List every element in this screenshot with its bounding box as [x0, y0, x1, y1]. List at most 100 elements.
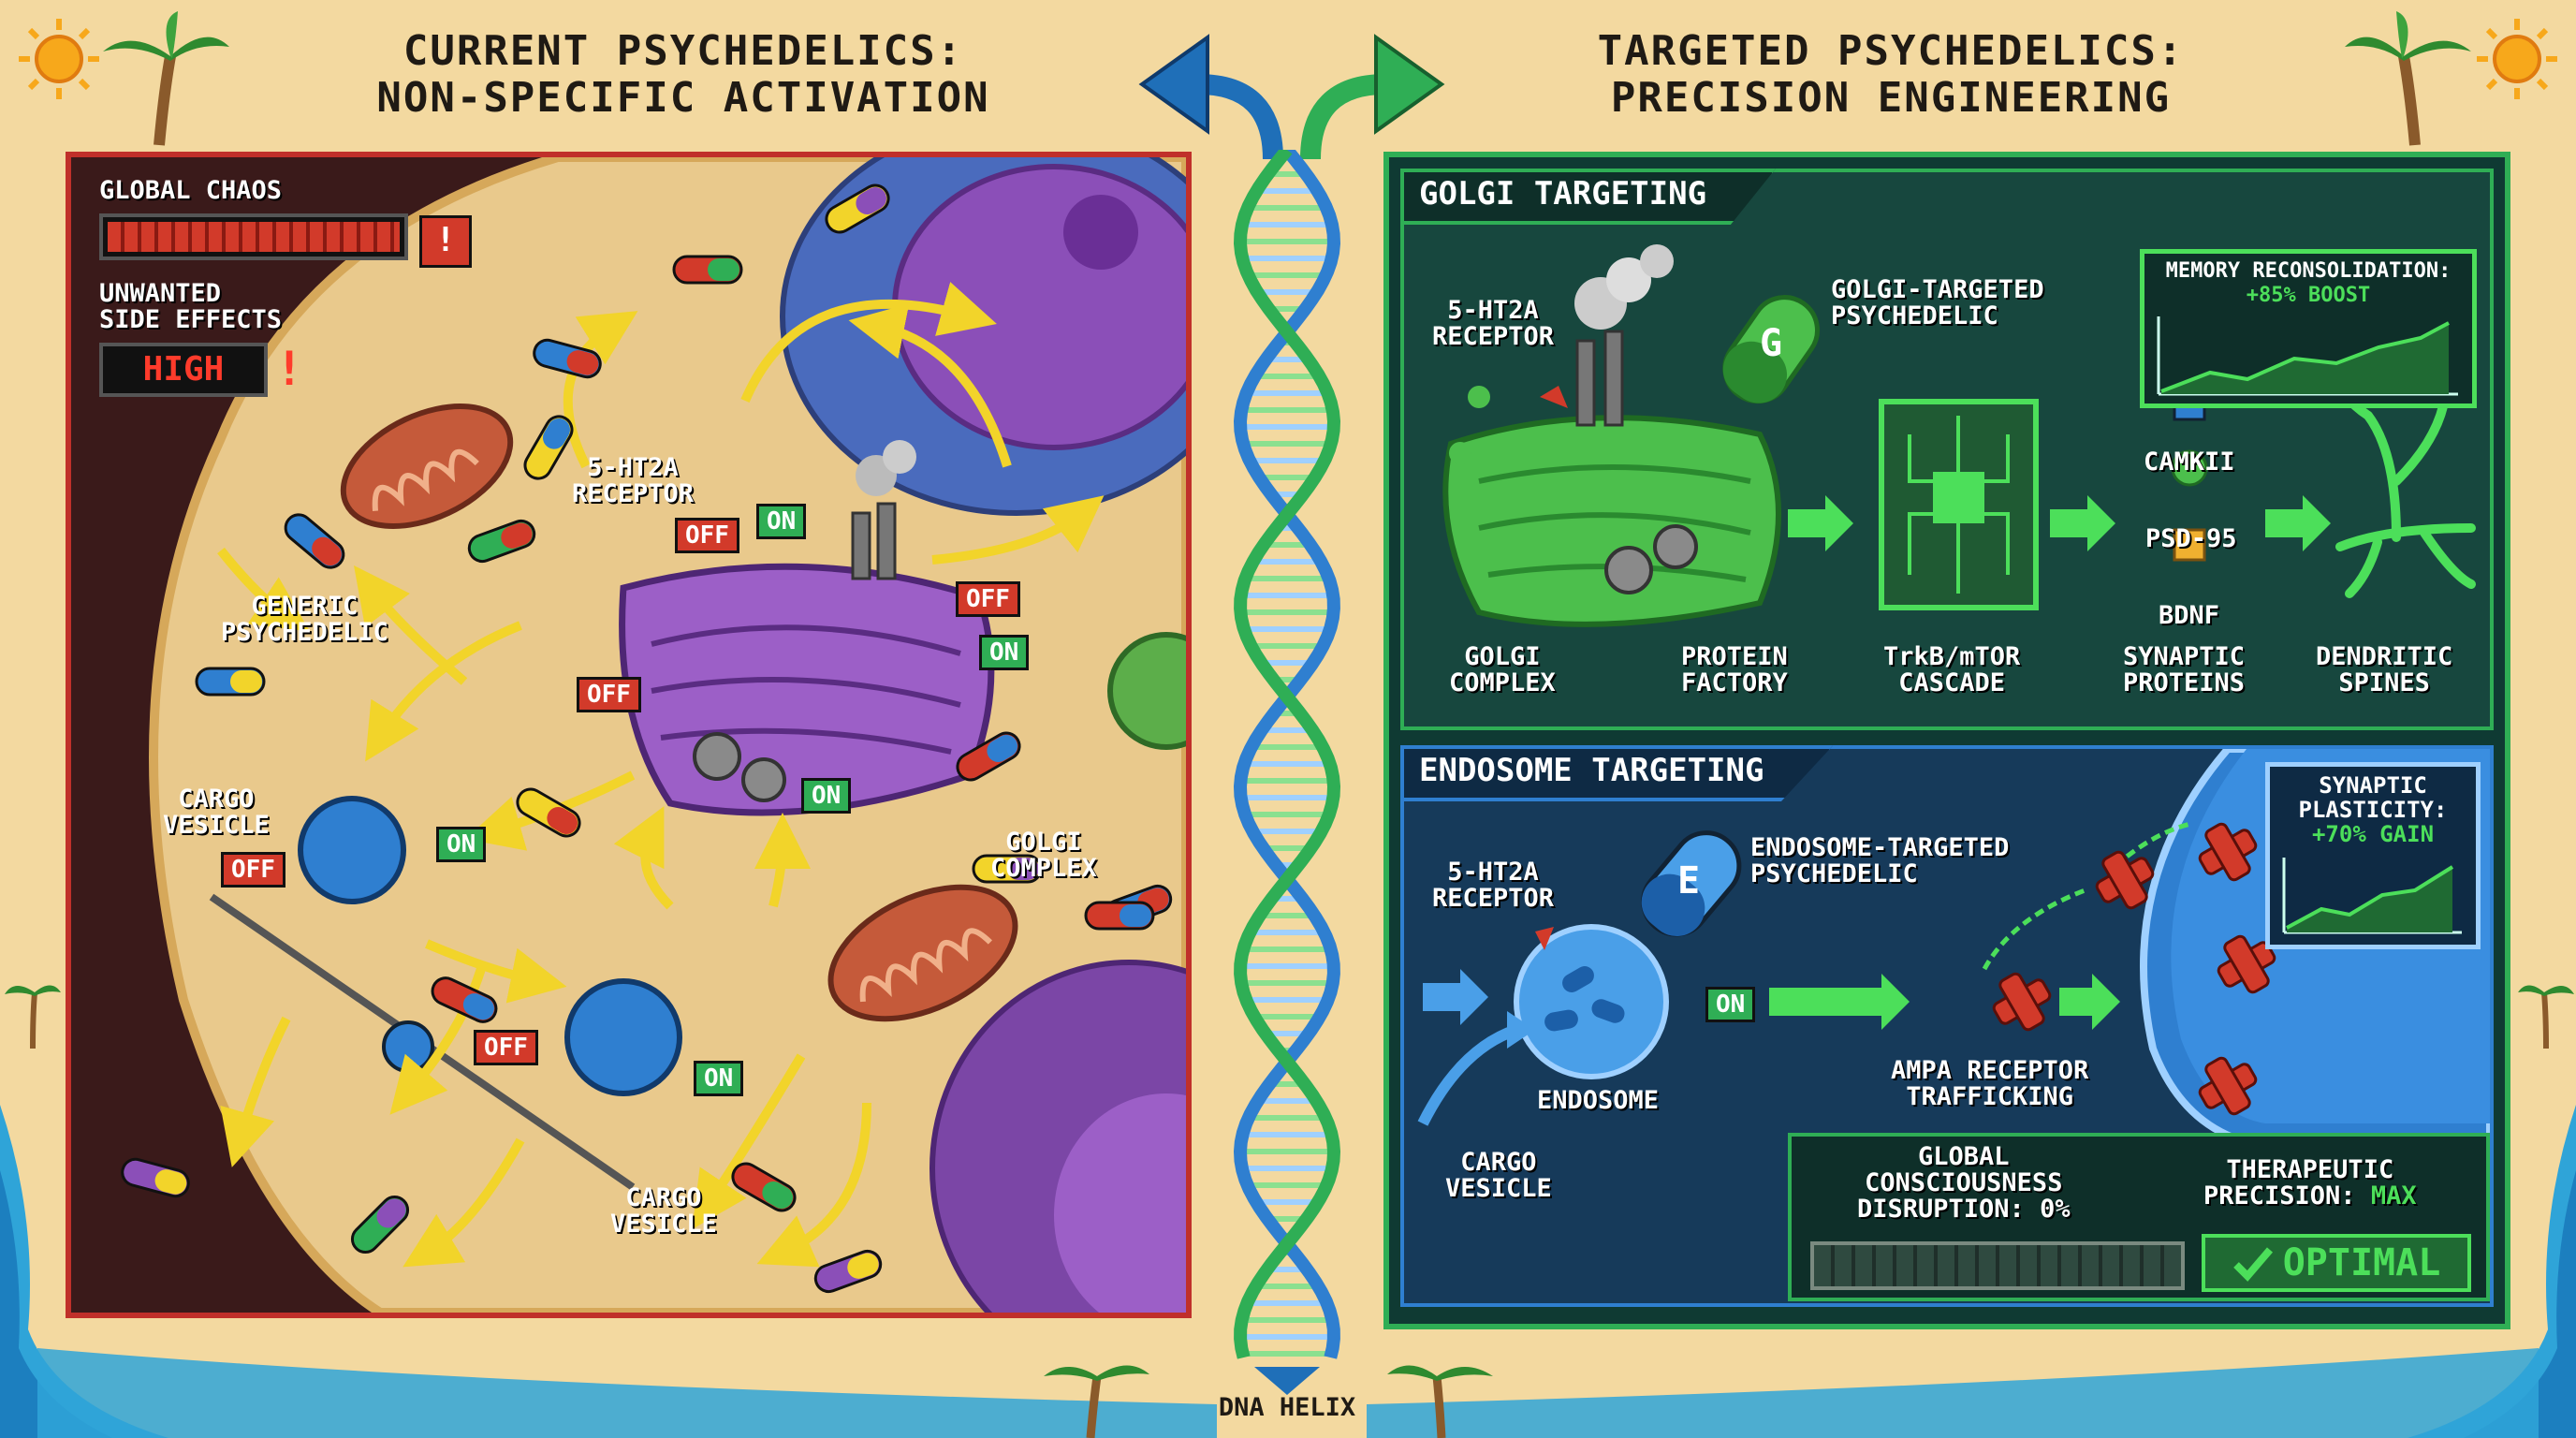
ampa-label: AMPA RECEPTOR TRAFFICKING [1891, 1058, 2088, 1110]
golgi-receptor-line1: 5-HT2A [1447, 296, 1539, 325]
warning-icon: ! [435, 221, 456, 259]
on-tag: ON [436, 827, 487, 862]
palm-tree-icon [1387, 1365, 1493, 1438]
cargo-vesicle-line1: CARGO [178, 785, 255, 814]
ampa-receptor-icon [2217, 934, 2276, 994]
palm-tree-icon [2518, 985, 2574, 1049]
global-chaos-label: GLOBAL CHAOS [99, 176, 283, 205]
palm-tree-icon [2345, 11, 2471, 146]
right-title: TARGETED PSYCHEDELICS: PRECISION ENGINEE… [1488, 28, 2293, 122]
golgi-receptor-label: 5-HT2A RECEPTOR [1432, 298, 1554, 350]
dendritic-spines-label: DENDRITIC SPINES [2316, 644, 2452, 697]
cargo-vesicle-label-2: CARGO VESICLE [610, 1185, 717, 1238]
sun-icon [19, 19, 99, 99]
sun-icon [2477, 19, 2557, 99]
memory-trend-chart [2157, 316, 2458, 396]
left-title: CURRENT PSYCHEDELICS: NON-SPECIFIC ACTIV… [281, 28, 1086, 122]
golgi-drug-label: GOLGI-TARGETED PSYCHEDELIC [1831, 277, 2044, 330]
memory-reconsolidation-box: MEMORY RECONSOLIDATION: +85% BOOST [2140, 249, 2477, 408]
side-effects-alert-icon: ! [275, 342, 304, 396]
psd95-label: PSD-95 [2145, 524, 2237, 553]
protein-factory-line2: FACTORY [1681, 668, 1788, 697]
generic-psychedelic-line1: GENERIC [251, 592, 359, 621]
global-disruption-line3: DISRUPTION: 0% [1857, 1195, 2071, 1224]
off-tag: OFF [956, 581, 1020, 617]
on-tag: ON [979, 635, 1030, 670]
therapeutic-precision-line1: THERAPEUTIC [2226, 1155, 2394, 1184]
pill-icon [350, 1195, 410, 1255]
plasticity-value: +70% GAIN [2311, 821, 2435, 847]
pill-icon [516, 787, 581, 838]
receptor-label-line2: RECEPTOR [572, 479, 695, 508]
golgi-diagram [1442, 244, 2476, 627]
split-arrows-icon [1138, 34, 1445, 159]
pill-icon [731, 1162, 797, 1212]
plasticity-trend-chart [2282, 858, 2462, 934]
off-tag: OFF [675, 518, 739, 553]
off-tag: OFF [221, 852, 285, 888]
memory-value: +85% BOOST [2246, 284, 2371, 307]
memory-title: MEMORY RECONSOLIDATION: [2165, 259, 2452, 283]
golgi-complex-line1: GOLGI [1005, 828, 1082, 857]
scattered-pills [121, 183, 1173, 1294]
palm-tree-icon [1044, 1365, 1149, 1438]
global-disruption-line2: CONSCIOUSNESS [1865, 1168, 2063, 1197]
synaptic-proteins-line2: PROTEINS [2123, 668, 2246, 697]
pill-icon [533, 338, 602, 379]
golgi-complex-right-line1: GOLGI [1464, 642, 1541, 671]
golgi-targeting-header: GOLGI TARGETING [1400, 169, 1777, 225]
pill-icon [121, 1157, 190, 1198]
endosome-drug-label: ENDOSOME-TARGETED PSYCHEDELIC [1750, 835, 2009, 888]
dendritic-spines-line1: DENDRITIC [2316, 642, 2453, 671]
plasticity-line1: SYNAPTIC [2319, 772, 2427, 799]
cargo-vesicle-label: CARGO VESICLE [163, 786, 270, 839]
endosome-cargo-label: CARGO VESICLE [1445, 1150, 1552, 1202]
endosome-on-tag: ON [1705, 987, 1756, 1022]
endosome-receptor-line1: 5-HT2A [1447, 858, 1539, 887]
endosome-cargo-line1: CARGO [1460, 1148, 1537, 1177]
on-tag: ON [801, 778, 852, 814]
endosome-receptor-label: 5-HT2A RECEPTOR [1432, 859, 1554, 912]
cascade-line1: TrkB/mTOR [1883, 642, 2021, 671]
endosome-label: ENDOSOME [1537, 1086, 1660, 1115]
side-effects-value: HIGH [99, 343, 268, 397]
global-chaos-fill [108, 222, 400, 252]
ampa-receptor-icon [1992, 972, 2052, 1032]
protein-factory-label: PROTEIN FACTORY [1681, 644, 1788, 697]
ampa-line1: AMPA RECEPTOR [1891, 1056, 2089, 1085]
off-tag: OFF [474, 1030, 538, 1065]
endosome-drug-line1: ENDOSOME-TARGETED [1750, 833, 2010, 862]
optimal-label: OPTIMAL [2282, 1241, 2441, 1284]
left-title-line1: CURRENT PSYCHEDELICS: [402, 27, 964, 75]
golgi-drug-line1: GOLGI-TARGETED [1831, 275, 2044, 304]
synaptic-proteins-line1: SYNAPTIC [2123, 642, 2246, 671]
right-panel-targeted: GOLGI TARGETING [1383, 152, 2510, 1329]
chaotic-arrows [217, 282, 1105, 1268]
palm-tree-icon [103, 11, 229, 146]
left-panel-chaotic-cell: GLOBAL CHAOS ! UNWANTED SIDE EFFECTS HIG… [66, 152, 1192, 1318]
pill-icon [672, 255, 743, 285]
precision-value: MAX [2370, 1181, 2417, 1211]
cargo-vesicle-2-line2: VESICLE [610, 1210, 717, 1239]
pill-icon [523, 415, 574, 480]
synaptic-proteins-label: SYNAPTIC PROTEINS [2123, 644, 2245, 697]
bdnf-label: BDNF [2159, 601, 2220, 630]
endosome-targeting-section: ENDOSOME TARGETING [1400, 745, 2494, 1307]
dna-helix [1233, 150, 1341, 1395]
pill-icon [1084, 901, 1155, 931]
left-title-line2: NON-SPECIFIC ACTIVATION [376, 74, 990, 122]
pill-icon [813, 1249, 883, 1294]
endosome-drug-letter: E [1677, 859, 1701, 902]
dendritic-spines-line2: SPINES [2338, 668, 2430, 697]
plasticity-line2: PLASTICITY: [2298, 797, 2448, 823]
right-title-line2: PRECISION ENGINEERING [1610, 74, 2172, 122]
golgi-complex-label-right: GOLGI COMPLEX [1449, 644, 1556, 697]
cargo-vesicle-2-line1: CARGO [625, 1183, 702, 1212]
dna-helix-label: DNA HELIX [1218, 1393, 1356, 1422]
pill-icon [972, 854, 1043, 884]
precision-prefix: PRECISION: [2203, 1181, 2371, 1211]
receptor-label-line1: 5-HT2A [587, 453, 679, 482]
ampa-receptor-icon [2095, 850, 2155, 910]
cascade-label: TrkB/mTOR CASCADE [1883, 644, 2020, 697]
